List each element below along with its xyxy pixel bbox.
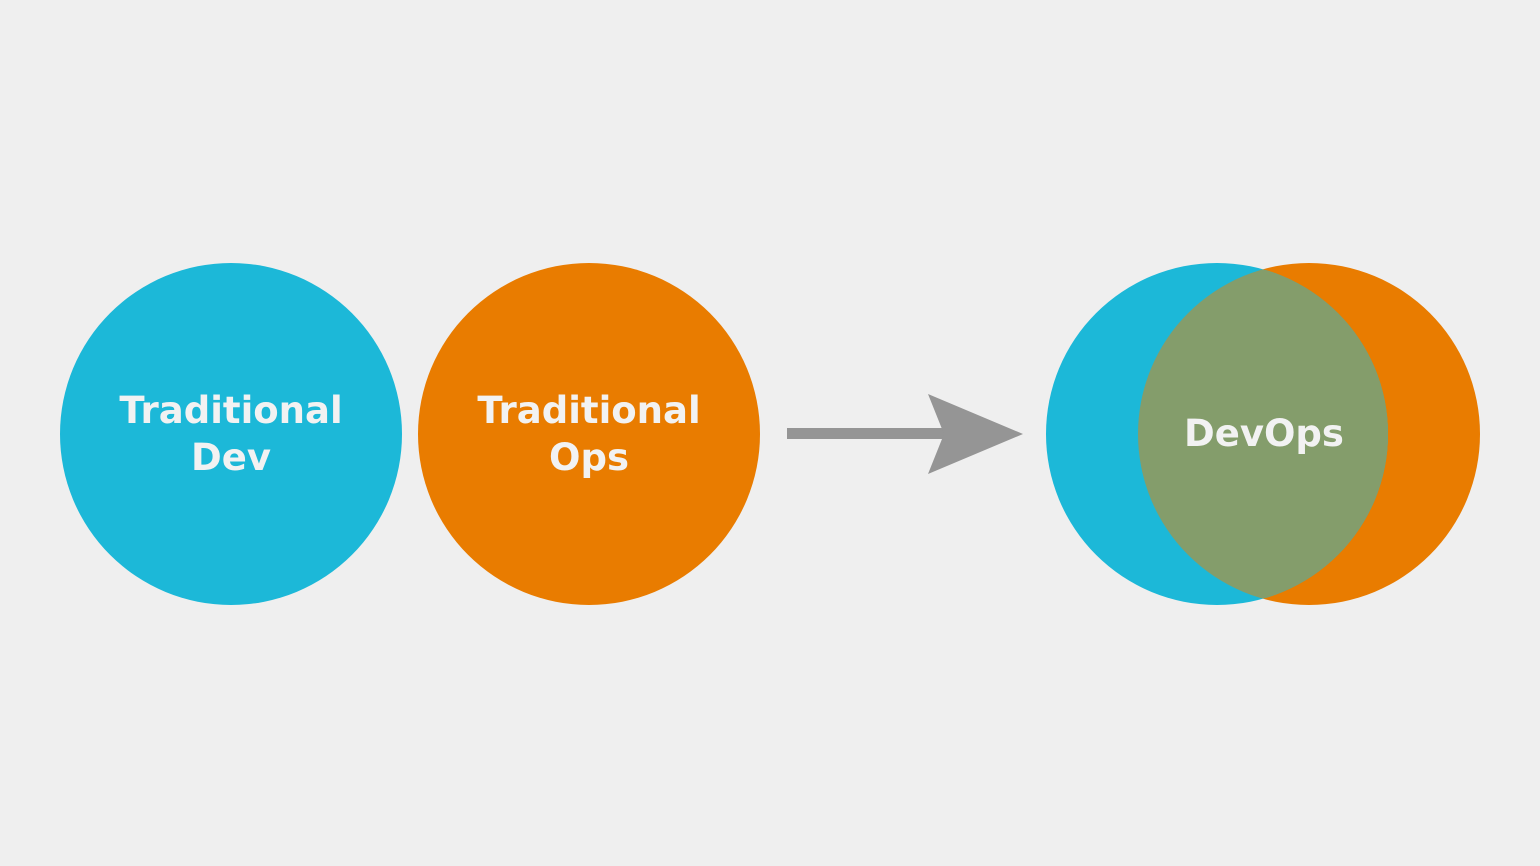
dev-label-line1: Traditional — [119, 389, 342, 432]
arrow-shaft — [787, 428, 947, 439]
devops-venn: DevOps — [1046, 263, 1480, 605]
traditional-dev-node: Traditional Dev — [60, 263, 402, 605]
dev-circle — [60, 263, 402, 605]
arrow-head — [928, 394, 1023, 474]
traditional-ops-node: Traditional Ops — [418, 263, 760, 605]
arrow-right-icon — [787, 394, 1023, 474]
venn-overlap — [1138, 263, 1388, 605]
dev-label-line2: Dev — [191, 436, 271, 479]
devops-label: DevOps — [1184, 412, 1344, 455]
ops-label-line2: Ops — [549, 436, 629, 479]
ops-circle — [418, 263, 760, 605]
ops-label-line1: Traditional — [477, 389, 700, 432]
